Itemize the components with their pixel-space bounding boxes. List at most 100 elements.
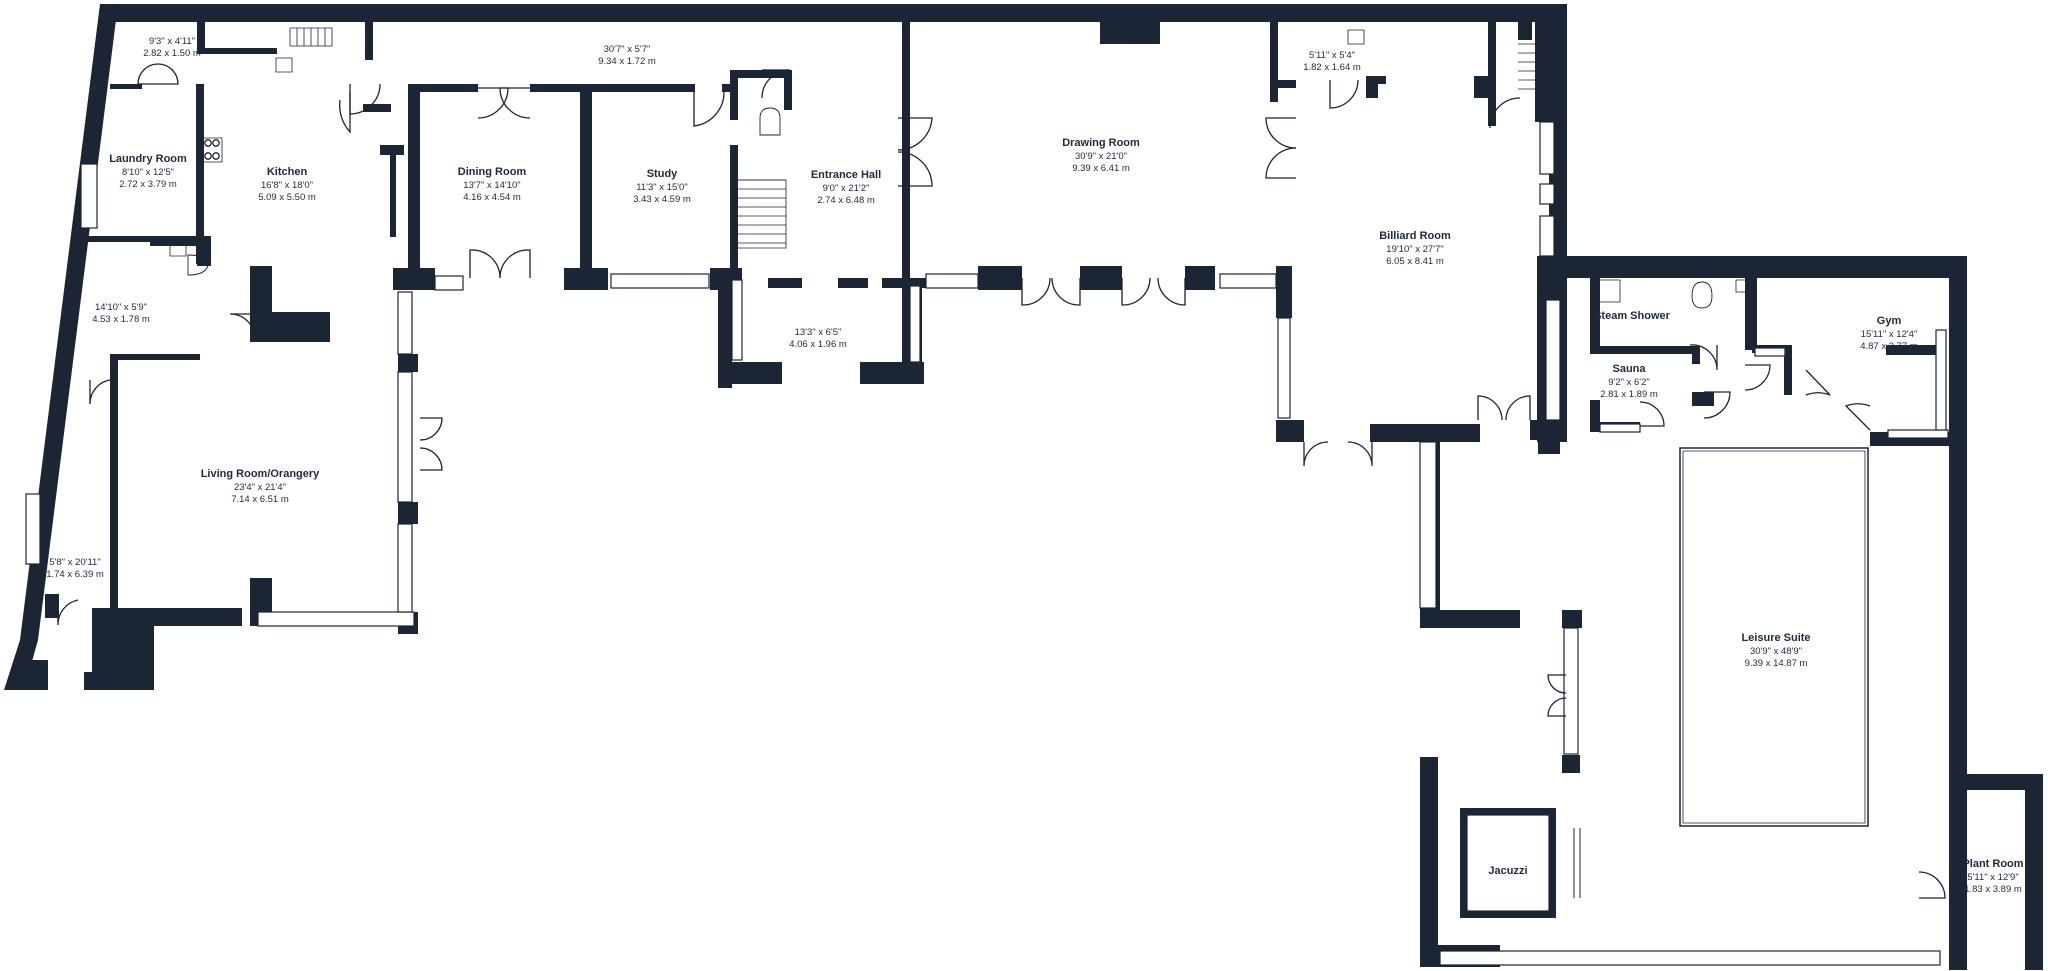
room-size-metric: 1.83 x 3.89 m — [1964, 883, 2022, 895]
pool-inner — [1682, 450, 1866, 824]
wall — [1370, 424, 1480, 442]
wall — [390, 145, 396, 237]
room-size-imperial: 15'11" x 12'4" — [1860, 328, 1918, 340]
wall — [250, 312, 330, 342]
window — [1539, 215, 1555, 257]
door-swing — [229, 313, 256, 341]
sink — [275, 57, 293, 73]
wall — [838, 278, 868, 288]
wall — [580, 84, 695, 92]
wall — [1420, 610, 1520, 628]
door-swing — [1844, 403, 1871, 431]
toilet — [187, 254, 209, 276]
window — [1419, 441, 1437, 609]
door-swing — [1265, 147, 1297, 179]
wall — [2025, 774, 2043, 970]
window — [80, 163, 98, 229]
wall — [4, 640, 38, 690]
wall — [1562, 755, 1580, 773]
room-drawing: Drawing Room 30'9" x 21'0" 9.39 x 6.41 m — [1062, 137, 1140, 175]
room-name: Study — [646, 168, 678, 180]
area-hall-left: 14'10" x 5'9" 4.53 x 1.78 m — [92, 302, 150, 326]
room-name: Dining Room — [457, 166, 527, 178]
room-billiard: Billiard Room 19'10" x 27'7" 6.05 x 8.41… — [1379, 230, 1451, 268]
room-name: Plant Room — [1962, 858, 2024, 870]
room-size-imperial: 13'7" x 14'10" — [463, 179, 521, 191]
room-size-metric: 2.72 x 3.79 m — [119, 178, 177, 190]
room-gym: Gym 15'11" x 12'4" 4.87 x 3.77 m — [1860, 315, 1918, 353]
door-swing — [157, 63, 179, 85]
sink — [169, 243, 187, 257]
door-swing — [1477, 395, 1503, 421]
room-laundry: Laundry Room 8'10" x 12'5" 2.72 x 3.79 m — [109, 153, 187, 191]
area-top-left: 9'3" x 4'11" 2.82 x 1.50 m — [143, 36, 201, 60]
wall — [1700, 270, 1740, 278]
room-size-imperial: 30'9" x 21'0" — [1074, 150, 1128, 162]
room-name: Drawing Room — [1062, 137, 1140, 149]
window — [1887, 429, 1949, 439]
door-swing — [339, 92, 351, 134]
window — [1277, 317, 1291, 419]
window — [1539, 183, 1555, 205]
sink — [1347, 29, 1365, 45]
wall — [20, 4, 118, 640]
window — [909, 285, 921, 363]
stair-outline — [290, 27, 333, 47]
wall — [1378, 76, 1386, 84]
door-swing — [1918, 871, 1946, 899]
wall — [580, 84, 592, 286]
wall — [110, 354, 200, 360]
door-swing — [897, 151, 933, 187]
wall — [408, 84, 420, 276]
room-size-imperial: 19'10" x 27'7" — [1386, 243, 1444, 255]
room-dining: Dining Room 13'7" x 14'10" 4.16 x 4.54 m — [458, 166, 526, 204]
door-swing — [897, 117, 933, 151]
room-name: Gym — [1876, 315, 1902, 327]
door-swing — [1689, 344, 1718, 371]
door-swing — [349, 83, 381, 115]
wall — [564, 268, 608, 290]
door-swing — [1489, 97, 1521, 129]
room-size-imperial: 23'4" x 21'4" — [233, 481, 287, 493]
wall — [1590, 346, 1698, 354]
wall — [24, 660, 48, 690]
area-size-imperial: 9'3" x 4'11" — [148, 36, 196, 47]
room-size-metric: 5.09 x 5.50 m — [258, 191, 316, 203]
door-swing — [1329, 79, 1359, 109]
room-size-imperial: 8'10" x 12'5" — [121, 166, 175, 178]
room-size-imperial: 11'3" x 15'0" — [636, 181, 688, 193]
area-corridor: 30'7" x 5'7" 9.34 x 1.72 m — [598, 44, 656, 68]
room-size-metric: 6.05 x 8.41 m — [1386, 255, 1444, 267]
jacuzzi-inner — [1466, 814, 1550, 912]
toilet — [759, 107, 781, 136]
door-swing — [499, 87, 531, 119]
pool — [1679, 447, 1869, 827]
door-swing — [1547, 697, 1567, 717]
window — [397, 371, 413, 503]
hob-ring — [212, 139, 220, 147]
wall — [110, 354, 118, 616]
wall — [768, 278, 802, 288]
wall — [1100, 22, 1160, 44]
room-size-imperial: 16'8" x 18'0" — [260, 179, 314, 191]
wall — [1276, 420, 1304, 442]
door-swing — [1505, 395, 1531, 421]
wall — [1518, 22, 1532, 40]
window — [397, 523, 413, 613]
room-size-metric: 9.39 x 6.41 m — [1072, 162, 1130, 174]
door-swing — [1639, 401, 1665, 427]
wall — [1366, 76, 1378, 98]
wall — [398, 502, 418, 524]
room-size-imperial: 9'2" x 6'2" — [1608, 376, 1650, 388]
wall — [784, 70, 792, 110]
door-swing — [1051, 277, 1081, 306]
wall — [197, 22, 205, 52]
wall — [718, 362, 782, 384]
room-name: Billiard Room — [1379, 230, 1451, 242]
door-swing — [419, 447, 443, 471]
door-swing — [1547, 674, 1567, 694]
wall — [730, 70, 790, 78]
room-size-metric: 2.81 x 1.89 m — [1600, 388, 1658, 400]
jacuzzi-steps — [1573, 828, 1581, 898]
door-swing — [1347, 441, 1373, 467]
